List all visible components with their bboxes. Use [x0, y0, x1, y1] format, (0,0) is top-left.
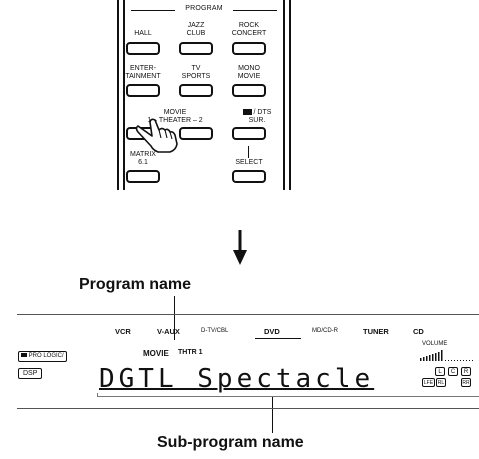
down-arrow-icon [233, 230, 247, 265]
remote-edge-right [289, 0, 291, 190]
display-bottom-border [17, 408, 479, 409]
speaker-c-indicator: C [448, 367, 458, 376]
entertainment-button[interactable] [126, 84, 160, 97]
program-name-text: MOVIE [143, 349, 169, 358]
speaker-rl-indicator: RL [436, 378, 446, 387]
speaker-l-indicator: L [435, 367, 445, 376]
selected-source-underline [255, 338, 301, 339]
source-dvd: DVD [264, 327, 280, 336]
remote-edge-right-inner [283, 0, 285, 190]
source-v-aux: V-AUX [157, 327, 180, 336]
movie-theater-2-button[interactable] [179, 127, 213, 140]
program-rule-left [131, 10, 175, 11]
sub-program-name-leader-line [272, 397, 273, 433]
dolby-dts-label: / DTS SUR. [227, 109, 287, 125]
pro-logic-indicator: PRO LOGIC/ [18, 351, 67, 362]
remote-edge-left-inner [123, 0, 125, 190]
display-top-border [17, 314, 479, 315]
mono-movie-label: MONO MOVIE [237, 65, 261, 80]
program-name-callout: Program name [79, 276, 192, 293]
tv-sports-label: TV SPORTS [181, 65, 211, 80]
volume-level-meter [420, 350, 473, 361]
matrix-61-button[interactable] [126, 170, 160, 183]
sub-program-name-text: DGTL Spectacle [99, 364, 375, 394]
volume-label: VOLUME [422, 341, 448, 347]
sub-program-bracket [97, 393, 479, 397]
remote-control-panel: PROGRAM HALL JAZZ CLUB ROCK CONCERT ENTE… [117, 0, 291, 190]
source-vcr: VCR [115, 327, 131, 336]
remote-edge-left [117, 0, 119, 190]
source-cd: CD [413, 327, 424, 336]
sub-program-name-callout: Sub-program name [157, 434, 304, 451]
pointing-hand-icon [135, 118, 178, 153]
select-button[interactable] [232, 170, 266, 183]
speaker-r-indicator: R [461, 367, 471, 376]
hall-button[interactable] [126, 42, 160, 55]
matrix-61-label: MATRIX 6.1 [130, 151, 156, 166]
program-sub-text: THTR 1 [178, 349, 203, 356]
dolby-digital-icon [21, 353, 27, 358]
dolby-digital-icon [242, 109, 252, 116]
select-connector [248, 146, 249, 158]
dolby-dts-label-text: / DTS SUR. [248, 109, 272, 124]
entertainment-label: ENTER- TAINMENT [125, 65, 161, 80]
pro-logic-text: PRO LOGIC/ [28, 353, 64, 359]
hall-label: HALL [134, 30, 152, 37]
tv-sports-button[interactable] [179, 84, 213, 97]
program-rule-right [233, 10, 277, 11]
source-dtv-cbl: D-TV/CBL [201, 328, 229, 334]
source-md-cdr: MD/CD-R [312, 328, 338, 334]
rock-concert-button[interactable] [232, 42, 266, 55]
select-label: SELECT [235, 159, 263, 166]
jazz-club-button[interactable] [179, 42, 213, 55]
mono-movie-button[interactable] [232, 84, 266, 97]
program-group-title: PROGRAM [185, 5, 223, 12]
jazz-club-label: JAZZ CLUB [186, 22, 206, 37]
rock-concert-label: ROCK CONCERT [231, 22, 267, 37]
speaker-rr-indicator: RR [461, 378, 471, 387]
dsp-indicator: DSP [18, 368, 43, 379]
program-name-leader-line [174, 296, 175, 340]
source-tuner: TUNER [363, 327, 389, 336]
front-panel-display: VCR V-AUX D-TV/CBL DVD MD/CD-R TUNER CD … [17, 312, 479, 410]
dolby-dts-surround-button[interactable] [232, 127, 266, 140]
speaker-lfe-indicator: LFE [422, 378, 435, 387]
